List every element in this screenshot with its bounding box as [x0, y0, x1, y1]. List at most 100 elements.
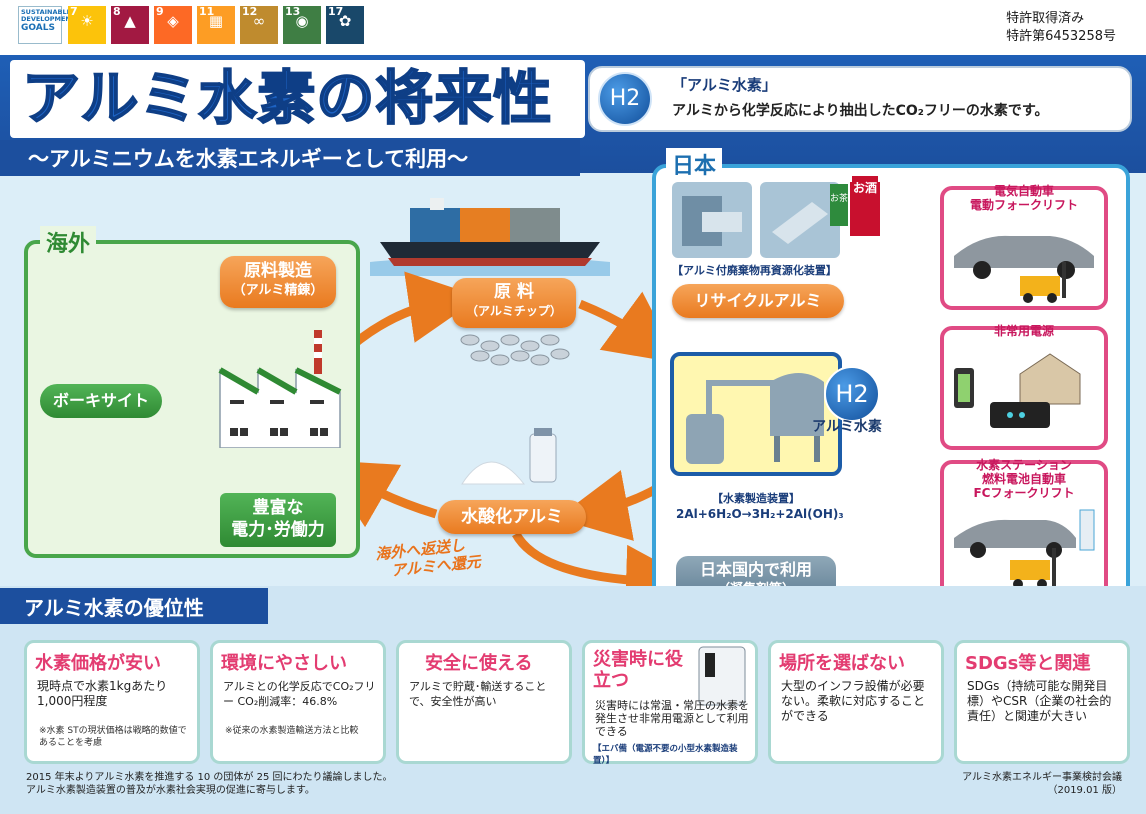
sdg-goal-7-icon: 7☀ [68, 6, 106, 44]
arrow-to-domestic [512, 531, 698, 617]
sdg-goal-13-icon: 13◉ [283, 6, 321, 44]
emergency-power-icon [954, 353, 1081, 428]
use-box-ev: 電気自動車 電動フォークリフト [940, 184, 1108, 310]
definition-title: 「アルミ水素」 [672, 76, 777, 94]
merit-body: SDGs（持続可能な開発目標）やCSR（企業の社会的責任）と関連が大きい [967, 679, 1112, 723]
footer-note: 2015 年末よりアルミ水素を推進する 10 の団体が 25 回にわたり議論しま… [26, 771, 393, 797]
recycling-device-caption: 【アルミ付廃棄物再資源化装置】 [672, 264, 837, 277]
merit-card-safety: 安全に使える アルミで貯蔵･輸送することで、安全性が高い [396, 640, 572, 764]
city-icon: ▦ [208, 12, 224, 30]
merit-title: SDGs等と関連 [965, 653, 1091, 674]
factory-icon [218, 330, 342, 448]
sdg-goal-number: 13 [285, 5, 301, 18]
use-title-line2: 燃料電池自動車 [981, 472, 1066, 486]
merit-title: 場所を選ばない [779, 653, 905, 674]
reaction-equation: 2Al+6H₂O→3H₂+2Al(OH)₃ [676, 507, 844, 521]
sdg-goal-number: 12 [242, 5, 258, 18]
ebabi-device-icon [698, 646, 746, 706]
use-title-line3: FCフォークリフト [973, 486, 1075, 500]
car-forklift-icon [954, 235, 1094, 303]
hydroxide-powder [461, 461, 526, 485]
merit-title: 水素価格が安い [35, 653, 161, 674]
use-title-line1: 水素ステーション [976, 458, 1072, 472]
merit-card-disaster: 災害時に役立つ 災害時には常温・常圧の水素を発生させ非常用電源として利用できる … [582, 640, 758, 766]
use-box-emergency: 非常用電源 [940, 324, 1108, 450]
merit-card-price: 水素価格が安い 現時点で水素1kgあたり1,000円程度 ※水素 STの現状価格… [24, 640, 200, 764]
sdg-goal-9-icon: 9◈ [154, 6, 192, 44]
merit-note: 【エバ備（電源不要の小型水素製造装置）】 [593, 744, 738, 766]
recycled-aluminum-badge: リサイクルアルミ [672, 284, 844, 318]
japan-label: 日本 [666, 148, 723, 180]
merit-card-sdgs: SDGs等と関連 SDGs（持続可能な開発目標）やCSR（企業の社会的責任）と関… [954, 640, 1130, 764]
merit-body: アルミとの化学反応でCO₂フリー CO₂削減率：46.8% [223, 680, 376, 708]
merit-title: 安全に使える [425, 653, 533, 674]
tea-carton-label: お茶 [830, 194, 849, 204]
use-title-line1: 非常用電源 [993, 324, 1054, 338]
aluminum-hydrogen-label: アルミ水素 [812, 419, 882, 435]
sake-carton-label: お酒 [852, 181, 877, 195]
footer-credit-line2: （2019.01 版） [1047, 785, 1122, 796]
hydrogen-production-device [670, 352, 842, 476]
device-caption: 【水素製造装置】 [712, 492, 800, 505]
use-title-line2: 電動フォークリフト [969, 198, 1078, 212]
fuel-cell-vehicles-icon [954, 509, 1095, 589]
sun-icon: ☀ [80, 12, 94, 30]
resources-badge: 豊富な 電力･労働力 [220, 493, 336, 547]
cubes-icon: ◈ [167, 12, 179, 30]
sdg-goal-number: 9 [156, 5, 164, 18]
raw-material-badge: 原 料 （アルミチップ） [452, 278, 576, 328]
resources-line2: 電力･労働力 [231, 520, 325, 540]
overseas-label: 海外 [40, 226, 97, 258]
merit-title: 災害時に役立つ [593, 649, 683, 691]
use-box-station: 水素ステーション 燃料電池自動車 FCフォークリフト [940, 458, 1108, 608]
partnership-flower-icon: ✿ [338, 12, 352, 30]
merit-card-environment: 環境にやさしい アルミとの化学反応でCO₂フリー CO₂削減率：46.8% ※従… [210, 640, 386, 764]
raw-material-label: 原 料 [494, 282, 534, 302]
title-box [10, 60, 585, 138]
bauxite-badge: ボーキサイト [40, 384, 162, 418]
merits-heading-bar [0, 588, 268, 624]
merit-note: ※水素 STの現状価格は戦略的数値であることを考慮 [39, 726, 187, 748]
hydroxide-badge: 水酸化アルミ [438, 500, 586, 534]
definition-text: アルミから化学反応により抽出したCO₂フリーの水素です。 [672, 103, 1049, 119]
sdg-goal-number: 7 [70, 5, 78, 18]
arrow-to-japan [578, 291, 680, 364]
sdg-goal-number: 11 [199, 5, 215, 18]
merit-body: 大型のインフラ設備が必要ない。柔軟に対応することができる [781, 679, 926, 723]
arrow-to-overseas [320, 459, 438, 528]
merits-heading: アルミ水素の優位性 [24, 596, 204, 620]
merit-body: アルミで貯蔵･輸送することで、安全性が高い [409, 680, 547, 708]
patent-line2: 特許第6453258号 [1006, 29, 1116, 44]
raw-material-sub: （アルミチップ） [466, 304, 562, 318]
domestic-label: 日本国内で利用 [699, 560, 812, 579]
page-subtitle: 〜アルミニウムを水素エネルギーとして利用〜 [28, 147, 469, 171]
infinity-icon: ∞ [252, 12, 266, 30]
footer-line1: 2015 年末よりアルミ水素を推進する 10 の団体が 25 回にわたり議論しま… [26, 772, 393, 783]
footer-credit-line1: アルミ水素エネルギー事業検討会議 [962, 772, 1122, 783]
merit-note: ※従来の水素製造輸送方法と比較 [225, 726, 359, 736]
merit-body: 現時点で水素1kgあたり1,000円程度 [37, 679, 168, 708]
h2-badge-icon: H2 [598, 72, 652, 126]
eye-globe-icon: ◉ [295, 12, 309, 30]
sdg-logo-line: DEVELOPMENT [21, 15, 76, 23]
tea-carton-icon: お茶 [830, 186, 848, 226]
definition-box [588, 66, 1132, 132]
sdg-goal-number: 8 [113, 5, 121, 18]
growth-chart-icon: ▲ [124, 12, 136, 30]
sdg-logo-line: GOALS [21, 23, 55, 33]
recycling-machine-image [672, 182, 880, 258]
footer-line2: アルミ水素製造装置の普及が水素社会実現の促進に寄与します。 [26, 785, 315, 796]
merit-body: 災害時には常温・常圧の水素を発生させ非常用電源として利用できる [595, 699, 749, 738]
h2-circle-icon: H2 [824, 366, 880, 422]
resources-line1: 豊富な [252, 498, 304, 518]
raw-manufacturing-label: 原料製造 [244, 261, 312, 281]
sdg-logo: SUSTAINABLE DEVELOPMENT GOALS [18, 6, 76, 44]
cargo-ship-icon [380, 198, 600, 266]
raw-manufacturing-badge: 原料製造 （アルミ精錬） [220, 256, 336, 308]
use-title-line1: 電気自動車 [993, 184, 1054, 198]
powder-bottle [529, 433, 557, 483]
sdg-goal-12-icon: 12∞ [240, 6, 278, 44]
footer-credit: アルミ水素エネルギー事業検討会議 （2019.01 版） [962, 771, 1122, 797]
sdg-goal-8-icon: 8▲ [111, 6, 149, 44]
merit-title: 環境にやさしい [221, 653, 347, 674]
